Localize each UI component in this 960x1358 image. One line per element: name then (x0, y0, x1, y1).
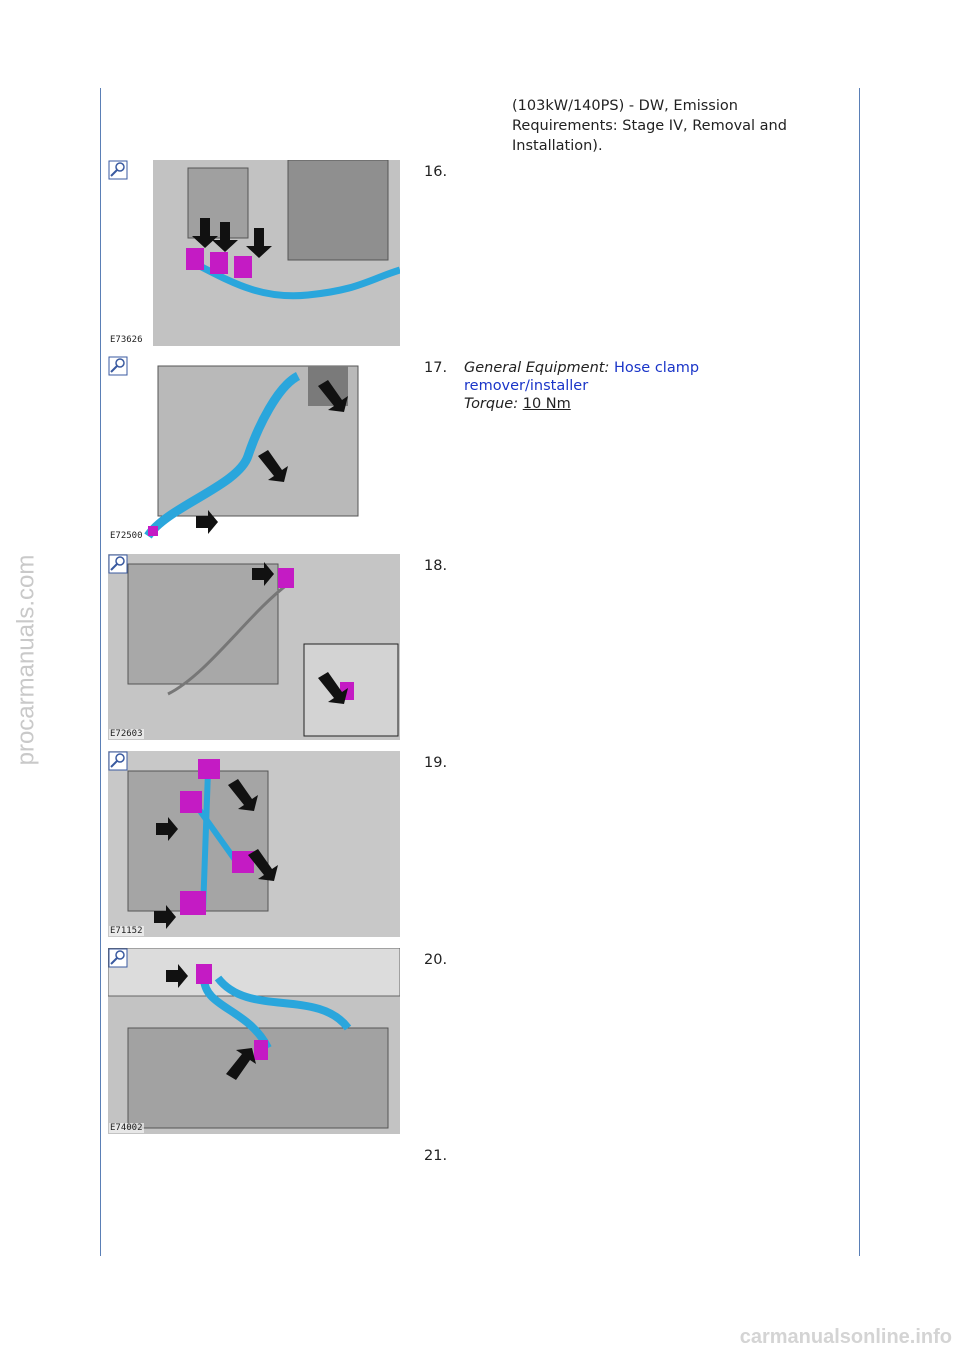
step-number: 17. (424, 360, 448, 376)
intro-text: (103kW/140PS) - DW, Emission Requirement… (512, 98, 787, 154)
left-margin-rule (100, 88, 101, 1256)
hose-clamp-tool-link[interactable]: Hose clamp (613, 360, 700, 376)
zoom-magnifier-icon[interactable] (108, 160, 128, 180)
bottom-watermark: carmanualsonline.info (739, 1326, 952, 1348)
step-17-figure[interactable]: E72500 (108, 356, 400, 542)
step-number: 19. (424, 755, 448, 771)
hose-clamp-tool-link-cont[interactable]: remover/installer (464, 378, 589, 394)
figure-id: E71152 (109, 926, 144, 936)
step-number: 20. (424, 952, 448, 968)
step-number: 18. (424, 558, 448, 574)
step-number: 21. (424, 1148, 448, 1164)
torque-value[interactable]: 10 Nm (522, 396, 571, 412)
zoom-magnifier-icon[interactable] (108, 948, 128, 968)
side-watermark: procarmanuals.com (12, 554, 39, 766)
figure-id: E74002 (109, 1123, 144, 1133)
step-18-figure[interactable]: E72603 (108, 554, 400, 740)
step-17-instructions: General Equipment: Hose clamp remover/in… (464, 359, 764, 413)
zoom-magnifier-icon[interactable] (108, 356, 128, 376)
step-20-figure[interactable]: E74002 (108, 948, 400, 1134)
right-margin-rule (859, 88, 860, 1256)
step-16-figure[interactable]: E73626 (108, 160, 400, 346)
equipment-label: General Equipment: (464, 360, 610, 376)
figure-id: E72500 (109, 531, 144, 541)
step-number: 16. (424, 164, 448, 180)
torque-label: Torque: (464, 396, 519, 412)
figure-id: E73626 (109, 335, 144, 345)
zoom-magnifier-icon[interactable] (108, 751, 128, 771)
zoom-magnifier-icon[interactable] (108, 554, 128, 574)
figure-id: E72603 (109, 729, 144, 739)
step-19-figure[interactable]: E71152 (108, 751, 400, 937)
